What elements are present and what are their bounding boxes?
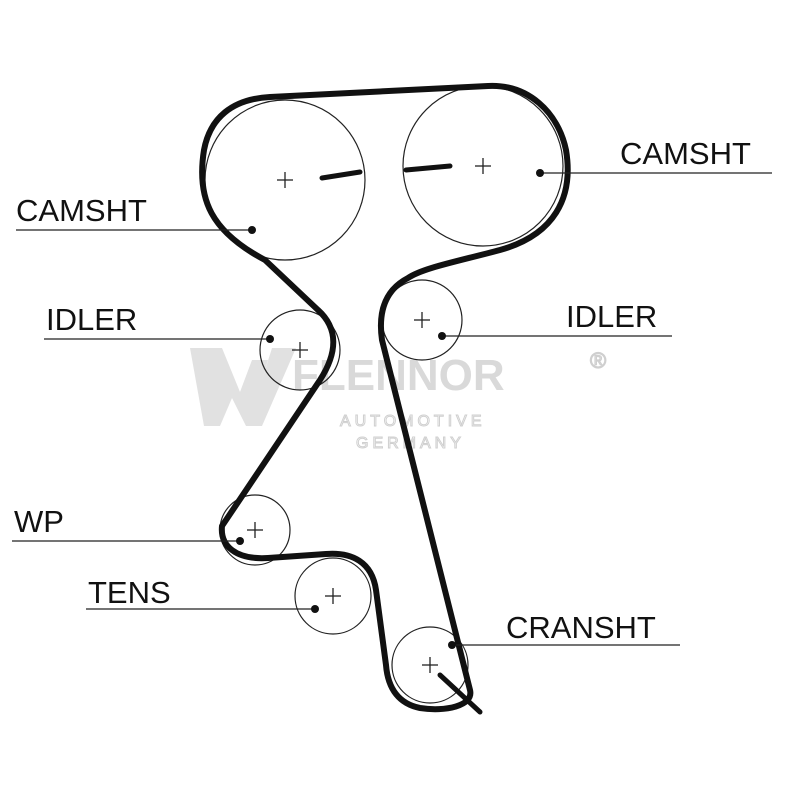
camshaft-left-timing-mark	[319, 169, 363, 181]
idler-right-leader	[438, 332, 672, 340]
camshaft-right-leader	[536, 169, 772, 177]
crankshaft-label: CRANSHT	[506, 610, 656, 645]
water-pump-label: WP	[14, 504, 64, 539]
timing-belt	[199, 82, 571, 713]
watermark-registered-mark: ®	[590, 348, 606, 373]
camshaft-right-label: CAMSHT	[620, 136, 751, 171]
idler-right-label: IDLER	[566, 299, 657, 334]
idler-left-label: IDLER	[46, 302, 137, 337]
tensioner-pulley	[294, 557, 372, 635]
tensioner-label: TENS	[88, 575, 171, 610]
tensioner-leader	[86, 605, 319, 613]
idler-left-pulley	[259, 309, 341, 391]
crankshaft-pulley	[391, 626, 469, 704]
water-pump-leader	[12, 537, 244, 545]
crankshaft-leader	[448, 641, 680, 649]
camshaft-left-leader	[16, 226, 256, 234]
camshaft-left-label: CAMSHT	[16, 193, 147, 228]
watermark-line1: AUTOMOTIVE	[340, 413, 486, 430]
camshaft-right-timing-mark	[403, 163, 453, 173]
idler-left-leader	[44, 335, 274, 343]
watermark-logo-icon	[190, 348, 296, 426]
crankshaft-timing-mark	[437, 672, 483, 715]
watermark: FLENNOR ® AUTOMOTIVE GERMANY	[190, 347, 607, 453]
